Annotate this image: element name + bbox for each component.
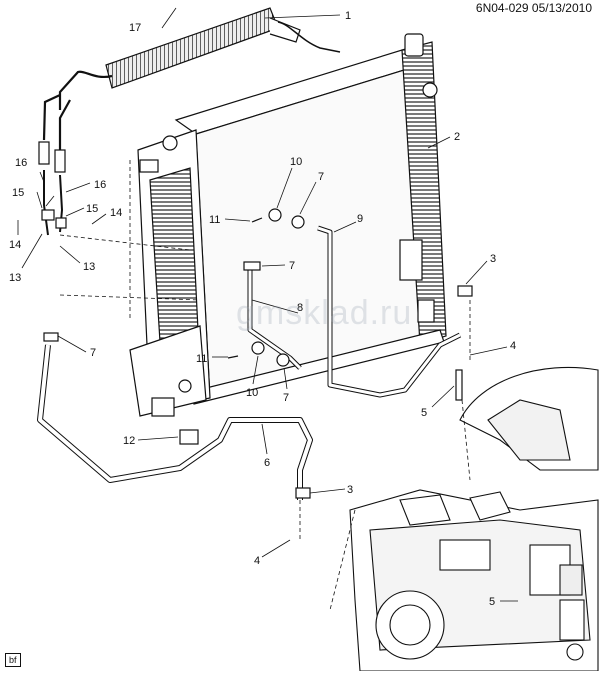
callout-15: 15 (12, 187, 24, 199)
leader-lines (17, 7, 518, 611)
callout-17: 17 (129, 22, 141, 34)
fittings (41, 208, 527, 625)
callout-7: 7 (289, 260, 295, 272)
callout-7: 7 (90, 347, 96, 359)
callout-8: 8 (297, 302, 303, 314)
transmission-assembly (349, 366, 599, 672)
callout-10: 10 (246, 387, 258, 399)
callout-16: 16 (15, 157, 27, 169)
callout-5: 5 (489, 596, 495, 608)
footer-tag: bf (5, 653, 21, 667)
callout-12: 12 (123, 435, 135, 447)
callout-3: 3 (490, 253, 496, 265)
callout-labels: 1 2 3 3 4 4 5 5 6 7 7 7 7 8 9 10 10 11 1… (9, 10, 516, 608)
callout-14: 14 (110, 207, 122, 219)
callout-13: 13 (83, 261, 95, 273)
callout-11: 11 (209, 214, 220, 226)
watermark: gmsklad.ru (236, 294, 413, 332)
callout-4: 4 (510, 340, 516, 352)
callout-1: 1 (345, 10, 351, 22)
callout-5: 5 (421, 407, 427, 419)
callout-9: 9 (357, 213, 363, 225)
callout-3: 3 (347, 484, 353, 496)
callout-10: 10 (290, 156, 302, 168)
callout-7: 7 (318, 171, 324, 183)
cooler-lines (37, 170, 462, 500)
oil-cooler (38, 7, 341, 173)
callout-6: 6 (264, 457, 270, 469)
callout-16: 16 (94, 179, 106, 191)
callout-13: 13 (9, 272, 21, 284)
callout-4: 4 (254, 555, 260, 567)
callout-15: 15 (86, 203, 98, 215)
callout-14: 14 (9, 239, 21, 251)
callout-2: 2 (454, 131, 460, 143)
callout-7: 7 (283, 392, 289, 404)
figure-reference: 6N04-029 05/13/2010 (475, 1, 592, 15)
callout-11: 11 (196, 353, 207, 365)
